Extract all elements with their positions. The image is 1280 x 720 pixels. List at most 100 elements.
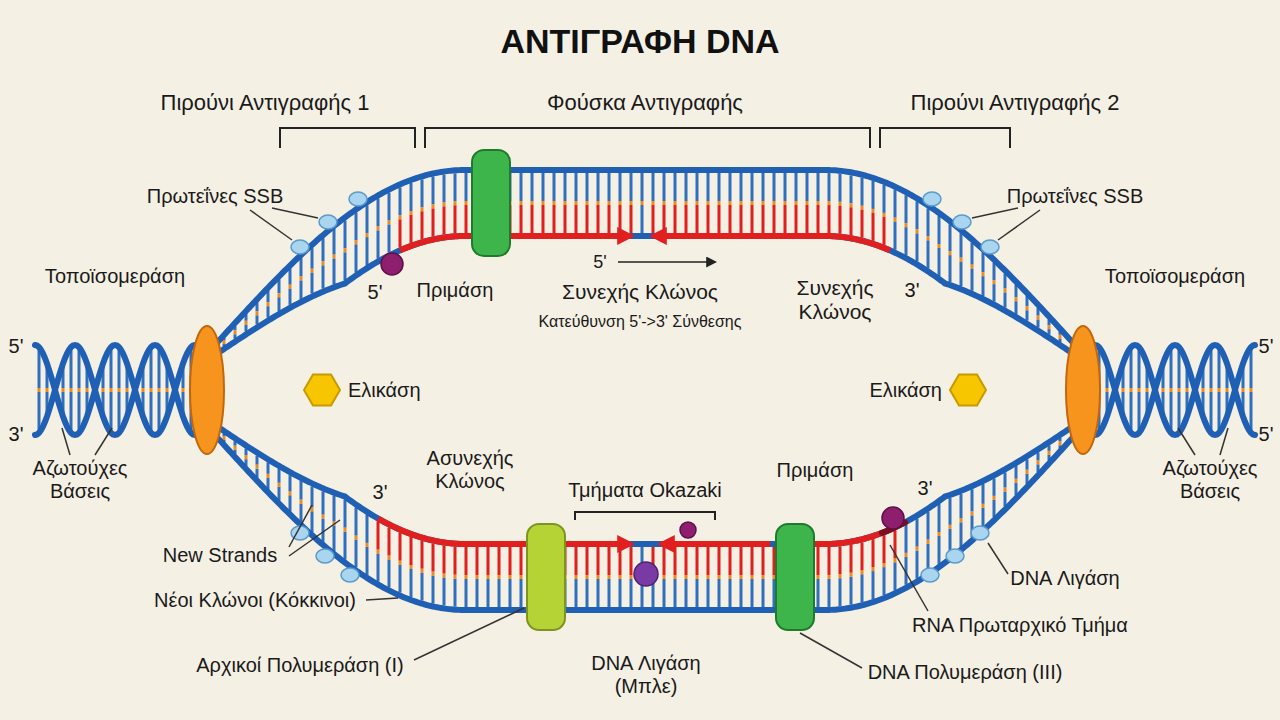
base-pair — [597, 205, 600, 233]
base-pair — [86, 388, 89, 392]
base-pair — [916, 547, 919, 551]
base-pair — [872, 571, 875, 599]
part-label: DNA Λιγάση (Μπλε) — [586, 652, 706, 698]
base-pair — [839, 574, 842, 578]
helicase-symbol — [950, 374, 986, 405]
base-pair — [150, 388, 153, 392]
base-pair — [553, 173, 556, 201]
base-pair — [498, 547, 501, 575]
part-label: Πιρούνι Αντιγραφής 2 — [911, 90, 1120, 115]
base-pair — [1130, 350, 1133, 388]
base-pair — [1004, 293, 1007, 308]
base-pair — [586, 205, 589, 233]
base-pair — [366, 543, 369, 547]
base-pair — [773, 201, 776, 205]
base-pair — [432, 177, 435, 205]
base-pair — [410, 211, 413, 215]
part-label: Πρωτεΐνες SSB — [147, 185, 284, 208]
base-pair — [740, 201, 743, 205]
base-pair — [938, 532, 941, 536]
base-pair — [388, 193, 391, 221]
base-pair — [245, 321, 248, 325]
base-pair — [531, 205, 534, 233]
base-pair — [597, 173, 600, 201]
base-pair — [685, 205, 688, 233]
base-pair — [575, 547, 578, 575]
base-pair — [619, 205, 622, 233]
base-pair — [1138, 388, 1141, 392]
base-pair — [872, 181, 875, 209]
base-pair — [1178, 388, 1181, 392]
ssb-protein — [349, 192, 367, 206]
ssb-protein — [981, 240, 999, 254]
polymerase-clamp — [472, 150, 510, 256]
base-pair — [916, 229, 919, 233]
base-pair — [443, 175, 446, 203]
base-pair — [663, 575, 666, 579]
part-label: 5' — [593, 252, 606, 273]
template-strand — [1075, 345, 1255, 435]
base-pair — [718, 173, 721, 201]
part-label: Φούσκα Αντιγραφής — [547, 90, 743, 115]
base-pairs — [39, 173, 1251, 607]
base-pair — [150, 350, 153, 388]
base-pair — [1250, 350, 1253, 388]
part-label: Αζωτούχες Βάσεις — [20, 457, 140, 503]
base-pair — [410, 565, 413, 569]
base-pair — [652, 205, 655, 233]
base-pair — [597, 579, 600, 607]
leader-line — [272, 208, 318, 218]
base-pair — [520, 579, 523, 607]
ssb-protein — [341, 568, 359, 582]
base-pair — [289, 475, 292, 491]
base-pair — [1026, 306, 1029, 310]
base-pair — [949, 251, 952, 255]
base-pair — [322, 265, 325, 288]
part-label: Ελικάση — [348, 379, 421, 402]
base-pair — [630, 575, 633, 579]
base-pair — [971, 242, 974, 264]
base-pair — [476, 547, 479, 575]
base-pair — [828, 201, 831, 205]
base-pair — [70, 350, 73, 388]
base-pair — [971, 265, 974, 269]
base-pair — [784, 173, 787, 201]
base-pair — [960, 233, 963, 258]
part-label: New Strands — [163, 544, 278, 567]
base-pair — [960, 258, 963, 262]
base-pair — [938, 536, 941, 564]
base-pair — [410, 183, 413, 211]
base-pair — [751, 575, 754, 579]
base-pair — [641, 201, 644, 205]
base-pair — [1138, 350, 1141, 388]
base-pair — [531, 173, 534, 201]
base-pair — [839, 174, 842, 202]
part-label: Ελικάση — [869, 379, 942, 402]
base-pair — [278, 293, 281, 297]
helicase-symbol — [304, 374, 340, 405]
base-pair — [150, 392, 153, 430]
part-label: Συνεχής Κλώνος — [562, 280, 718, 304]
leader-lines — [62, 208, 1228, 668]
part-label: Συνεχής Κλώνος — [780, 276, 890, 324]
base-pair — [861, 542, 864, 570]
base-pair — [751, 201, 754, 205]
base-pair — [993, 280, 996, 284]
ssb-protein — [971, 526, 989, 540]
base-pair — [663, 547, 666, 575]
part-label: DNA Λιγάση — [1010, 567, 1120, 590]
base-pair — [718, 575, 721, 579]
base-pair — [432, 205, 435, 209]
base-pair — [762, 547, 765, 575]
base-pair — [828, 579, 831, 607]
base-pair — [476, 579, 479, 607]
base-pair — [883, 213, 886, 217]
base-pair — [828, 575, 831, 579]
base-pair — [652, 201, 655, 205]
base-pair — [333, 229, 336, 255]
base-pair — [300, 504, 303, 523]
base-pair — [806, 201, 809, 205]
part-label: Πρωτεΐνες SSB — [1007, 185, 1144, 208]
base-pair — [982, 252, 985, 272]
base-pair — [465, 205, 468, 233]
